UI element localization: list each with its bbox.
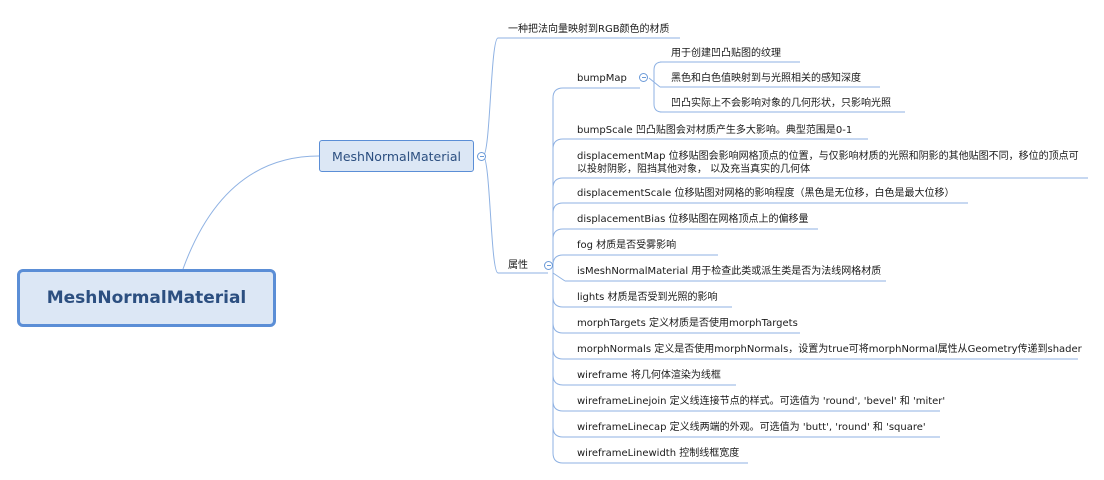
bumpmap-label: bumpMap [577, 73, 627, 84]
property-label: isMeshNormalMaterial 用于检查此类或派生类是否为法线网格材质 [577, 266, 882, 277]
property-node-morphtargets[interactable]: morphTargets 定义材质是否使用morphTargets [577, 317, 798, 330]
attributes-collapse-icon[interactable] [544, 261, 553, 270]
attribute-branch-displacementmap [552, 177, 565, 273]
main-topic-node[interactable]: MeshNormalMaterial [319, 140, 474, 172]
property-node-lights[interactable]: lights 材质是否受到光照的影响 [577, 291, 718, 304]
property-node-displacementbias[interactable]: displacementBias 位移贴图在网格顶点上的偏移量 [577, 213, 809, 226]
attribute-branch-wireframelinewidth [552, 273, 565, 464]
attribute-branch-wireframelinejoin [552, 273, 565, 412]
property-node-wireframelinecap[interactable]: wireframeLinecap 定义线两端的外观。可选值为 'butt', '… [577, 421, 926, 434]
property-node-bumpscale[interactable]: bumpScale 凹凸贴图会对材质产生多大影响。典型范围是0-1 [577, 124, 852, 137]
property-label: displacementMap 位移贴图会影响网格顶点的位置，与仅影响材质的光照… [577, 151, 1079, 175]
main-collapse-icon[interactable] [477, 152, 486, 161]
main-to-description-connector [482, 37, 499, 157]
bumpmap-detail-label: 用于创建凹凸贴图的纹理 [671, 48, 781, 59]
attribute-branch-bumpscale [552, 138, 565, 273]
attribute-branch-displacementscale [552, 202, 565, 273]
attribute-branch-lights [552, 273, 565, 308]
property-node-wireframe[interactable]: wireframe 将几何体渲染为线框 [577, 369, 721, 382]
property-label: wireframe 将几何体渲染为线框 [577, 370, 721, 381]
root-node[interactable]: MeshNormalMaterial [17, 269, 276, 327]
bumpmap-detail-node[interactable]: 黑色和白色值映射到与光照相关的感知深度 [671, 72, 861, 85]
attribute-branch-fog [552, 254, 565, 273]
property-node-morphnormals[interactable]: morphNormals 定义是否使用morphNormals，设置为true可… [577, 343, 1082, 356]
property-label: wireframeLinecap 定义线两端的外观。可选值为 'butt', '… [577, 422, 926, 433]
attribute-branch-ismeshnormalmaterial [552, 272, 566, 282]
bumpmap-node[interactable]: bumpMap [577, 72, 627, 85]
root-node-label: MeshNormalMaterial [46, 288, 247, 308]
bumpmap-branch [653, 61, 663, 78]
attribute-branch-morphnormals [552, 273, 565, 360]
property-node-displacementscale[interactable]: displacementScale 位移贴图对网格的影响程度（黑色是无位移，白色… [577, 187, 954, 200]
description-label: 一种把法向量映射到RGB颜色的材质 [508, 24, 670, 35]
property-label: wireframeLinewidth 控制线框宽度 [577, 448, 740, 459]
property-label: morphNormals 定义是否使用morphNormals，设置为true可… [577, 344, 1082, 355]
bumpmap-detail-node[interactable]: 用于创建凹凸贴图的纹理 [671, 47, 781, 60]
property-node-ismeshnormalmaterial[interactable]: isMeshNormalMaterial 用于检查此类或派生类是否为法线网格材质 [577, 265, 881, 278]
main-topic-label: MeshNormalMaterial [332, 148, 461, 164]
attribute-branch-bumpmap [552, 87, 565, 273]
property-node-displacementmap[interactable]: displacementMap 位移贴图会影响网格顶点的位置，与仅影响材质的光照… [577, 150, 1085, 176]
bumpmap-collapse-icon[interactable] [639, 73, 648, 82]
attributes-node[interactable]: 属性 [508, 259, 528, 272]
description-node[interactable]: 一种把法向量映射到RGB颜色的材质 [508, 23, 670, 36]
property-label: fog 材质是否受雾影响 [577, 240, 677, 251]
main-to-attributes-connector [482, 155, 499, 274]
root-to-main-connector [182, 155, 320, 270]
property-label: morphTargets 定义材质是否使用morphTargets [577, 318, 798, 329]
property-label: displacementBias 位移贴图在网格顶点上的偏移量 [577, 214, 809, 225]
property-label: displacementScale 位移贴图对网格的影响程度（黑色是无位移，白色… [577, 188, 955, 199]
bumpmap-detail-node[interactable]: 凹凸实际上不会影响对象的几何形状，只影响光照 [671, 97, 891, 110]
attribute-branch-displacementbias [552, 228, 565, 273]
property-label: bumpScale 凹凸贴图会对材质产生多大影响。典型范围是0-1 [577, 125, 853, 136]
attributes-label: 属性 [508, 260, 528, 271]
property-node-wireframelinejoin[interactable]: wireframeLinejoin 定义线连接节点的样式。可选值为 'round… [577, 395, 945, 408]
property-node-wireframelinewidth[interactable]: wireframeLinewidth 控制线框宽度 [577, 447, 739, 460]
property-node-fog[interactable]: fog 材质是否受雾影响 [577, 239, 676, 252]
bumpmap-detail-label: 黑色和白色值映射到与光照相关的感知深度 [671, 73, 861, 84]
property-label: wireframeLinejoin 定义线连接节点的样式。可选值为 'round… [577, 396, 946, 407]
bumpmap-detail-label: 凹凸实际上不会影响对象的几何形状，只影响光照 [671, 98, 891, 109]
property-label: lights 材质是否受到光照的影响 [577, 292, 718, 303]
